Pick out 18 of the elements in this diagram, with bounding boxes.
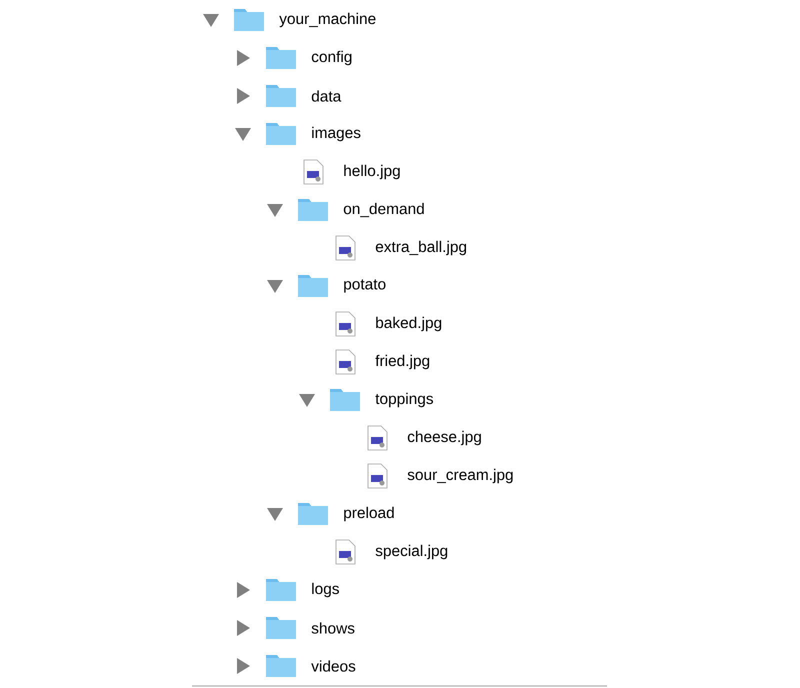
tree-item-label: config <box>312 50 352 66</box>
tree-item-label: cheese.jpg <box>408 430 481 446</box>
tree-item-label: toppings <box>375 392 433 408</box>
tree-item-label: shows <box>312 622 354 634</box>
tree-item-label: your_machine <box>279 12 376 28</box>
tree-item-label: special.jpg <box>376 544 448 560</box>
tree-item-label: sour_cream.jpg <box>408 468 513 484</box>
tree-item-label: fried.jpg <box>375 354 430 370</box>
tree-item-label: potato <box>344 279 386 293</box>
tree-item-label: hello.jpg <box>344 164 400 180</box>
tree-item-label: preload <box>344 506 394 522</box>
tree-item-label: logs <box>312 582 339 598</box>
tree-item-label: extra_ball.jpg <box>376 240 466 256</box>
tree-item-label: on_demand <box>344 202 424 218</box>
tree-item-label: baked.jpg <box>376 316 442 332</box>
tree-item-label: data <box>312 90 342 102</box>
tree-item-label: images <box>312 126 360 142</box>
tree-item-label: videos <box>311 660 356 672</box>
